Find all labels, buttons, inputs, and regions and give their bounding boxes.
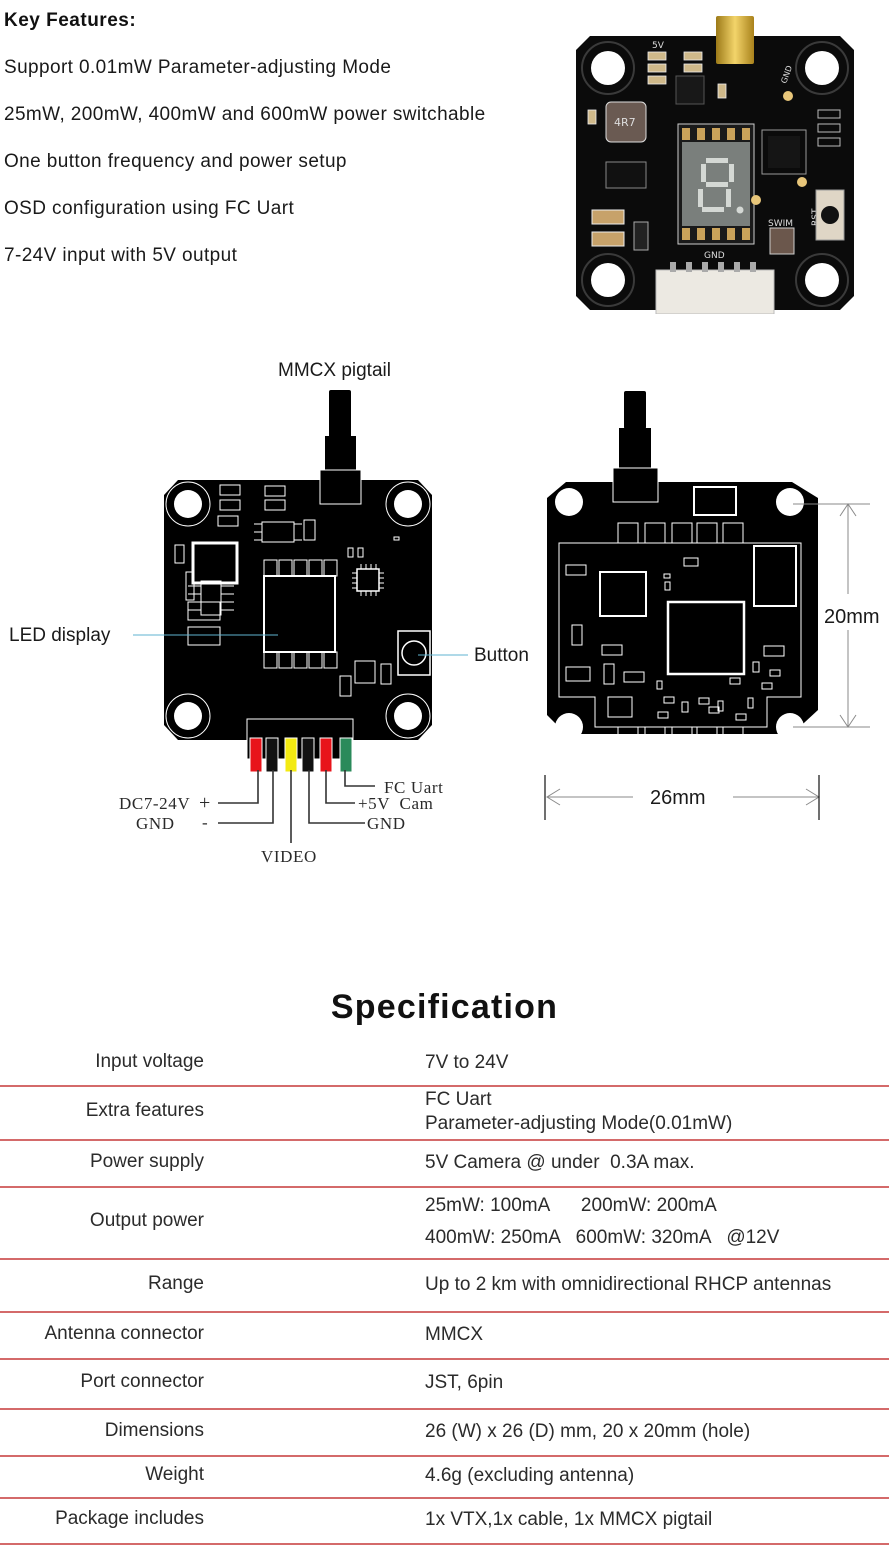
spec-value-line: FC Uart <box>425 1089 492 1110</box>
wire-pin <box>339 737 353 773</box>
spec-value: Up to 2 km with omnidirectional RHCP ant… <box>425 1273 831 1297</box>
spec-value-line: Up to 2 km with omnidirectional RHCP ant… <box>425 1273 832 1295</box>
front-view: MMCX pigtail <box>9 360 529 866</box>
spec-row: Package includes 1x VTX,1x cable, 1x MMCX… <box>0 1499 889 1545</box>
spec-row: Dimensions 26 (W) x 26 (D) mm, 20 x 20mm … <box>0 1410 889 1457</box>
pin-leader-lines <box>218 770 375 843</box>
spec-value: 4.6g (excluding antenna) <box>425 1464 634 1488</box>
spec-value-line: 26 (W) x 26 (D) mm, 20 x 20mm (hole) <box>425 1420 751 1442</box>
product-photo: 5V GND GND SWIM RST 4R7 <box>576 16 854 314</box>
board-diagrams: MMCX pigtail <box>9 360 880 866</box>
feature-item: 7-24V input with 5V output <box>4 245 238 266</box>
spec-row: Antenna connector MMCX <box>0 1313 889 1360</box>
pin-sign-minus: - <box>202 813 208 832</box>
feature-item: Support 0.01mW Parameter-adjusting Mode <box>4 57 392 78</box>
spec-value: MMCX <box>425 1323 483 1347</box>
spec-row: Power supply 5V Camera @ under 0.3A max. <box>0 1141 889 1188</box>
spec-label: Weight <box>145 1464 204 1485</box>
height-dimension-label: 20mm <box>824 606 880 628</box>
spec-row: Output power 25mW: 100mA 200mW: 200mA 400m… <box>0 1188 889 1260</box>
specification-title: Specification <box>330 988 559 1026</box>
wire-pin <box>319 737 333 773</box>
button-label: Button <box>474 645 529 666</box>
spec-value: JST, 6pin <box>425 1371 503 1395</box>
feature-item: OSD configuration using FC Uart <box>4 198 295 219</box>
mounting-hole-icon <box>555 488 804 741</box>
spec-value: 26 (W) x 26 (D) mm, 20 x 20mm (hole) <box>425 1420 750 1444</box>
pin-label-5v-cam: +5V Cam <box>358 794 433 813</box>
spec-value: 5V Camera @ under 0.3A max. <box>425 1151 695 1175</box>
front-pcb <box>164 480 432 740</box>
mounting-hole-icon <box>165 481 431 739</box>
spec-label: Output power <box>89 1210 204 1231</box>
pin-sign-plus: + <box>199 792 211 814</box>
spec-value-line: 4.6g (excluding antenna) <box>425 1465 635 1486</box>
jst-connector <box>655 269 775 314</box>
spec-label: Extra features <box>85 1100 204 1121</box>
spec-label: Port connector <box>80 1371 204 1392</box>
key-features-title: Key Features: <box>4 10 137 31</box>
spec-row: Input voltage 7V to 24V <box>0 1043 889 1087</box>
mmcx-pigtail-label: MMCX pigtail <box>278 360 391 381</box>
spec-value: 7V to 24V <box>425 1051 508 1075</box>
inductor <box>605 101 647 143</box>
silk-swim: SWIM <box>768 219 793 229</box>
pin-label-dc-input: DC7-24V <box>119 794 190 813</box>
seven-segment-led-icon <box>677 123 755 245</box>
spec-label: Power supply <box>89 1150 204 1172</box>
back-view: 20mm 26mm <box>544 391 880 820</box>
spec-value-line: 25mW: 100mA 200mW: 200mA <box>425 1195 717 1216</box>
spec-label: Input voltage <box>95 1051 204 1072</box>
pin-label-gnd-right: GND <box>367 814 406 833</box>
spec-value: 1x VTX,1x cable, 1x MMCX pigtail <box>425 1508 712 1532</box>
spec-value-line: 1x VTX,1x cable, 1x MMCX pigtail <box>425 1509 713 1530</box>
spec-value: 25mW: 100mA 200mW: 200mA 400mW: 250mA 600… <box>425 1190 779 1254</box>
spec-label: Dimensions <box>104 1419 204 1441</box>
feature-item: 25mW, 200mW, 400mW and 600mW power switc… <box>4 104 486 125</box>
spec-row: Range Up to 2 km with omnidirectional RHC… <box>0 1260 889 1313</box>
button-footprint <box>397 630 431 676</box>
led-display-footprint <box>263 559 338 669</box>
spec-value-line: 5V Camera @ under 0.3A max. <box>425 1151 695 1173</box>
wire-pin <box>249 737 263 773</box>
led-display-label: LED display <box>9 625 111 646</box>
spec-value-line: Parameter-adjusting Mode(0.01mW) <box>425 1113 733 1134</box>
feature-item: One button frequency and power setup <box>4 151 347 172</box>
wire-pin <box>284 737 298 773</box>
spec-label: Package includes <box>55 1508 204 1529</box>
jst-footprint <box>246 718 354 760</box>
pin-label-gnd-left: GND <box>136 814 175 833</box>
back-pcb <box>547 482 818 734</box>
spec-value-line: 400mW: 250mA 600mW: 320mA @12V <box>425 1227 780 1248</box>
spec-row: Weight 4.6g (excluding antenna) <box>0 1457 889 1499</box>
pin-label-fc-uart: FC Uart <box>384 778 443 797</box>
pin-label-video: VIDEO <box>261 847 317 866</box>
silk-inductor: 4R7 <box>614 116 636 129</box>
spec-value-line: JST, 6pin <box>425 1372 504 1393</box>
spec-value-line: MMCX <box>425 1323 484 1345</box>
wire-pins <box>249 737 353 773</box>
silk-gnd-bottom: GND <box>704 251 725 261</box>
wire-pin <box>265 737 279 773</box>
spec-label: Antenna connector <box>44 1322 204 1344</box>
spec-row: Port connector JST, 6pin <box>0 1360 889 1410</box>
spec-value-line: 7V to 24V <box>425 1052 509 1073</box>
specification-table: Input voltage 7V to 24V Extra features FC U… <box>0 1043 889 1545</box>
mounting-hole-icon <box>581 41 849 307</box>
width-dimension-label: 26mm <box>650 787 706 809</box>
silk-5v: 5V <box>652 41 665 51</box>
spec-label: Range <box>148 1272 204 1294</box>
wire-pin <box>301 737 315 773</box>
